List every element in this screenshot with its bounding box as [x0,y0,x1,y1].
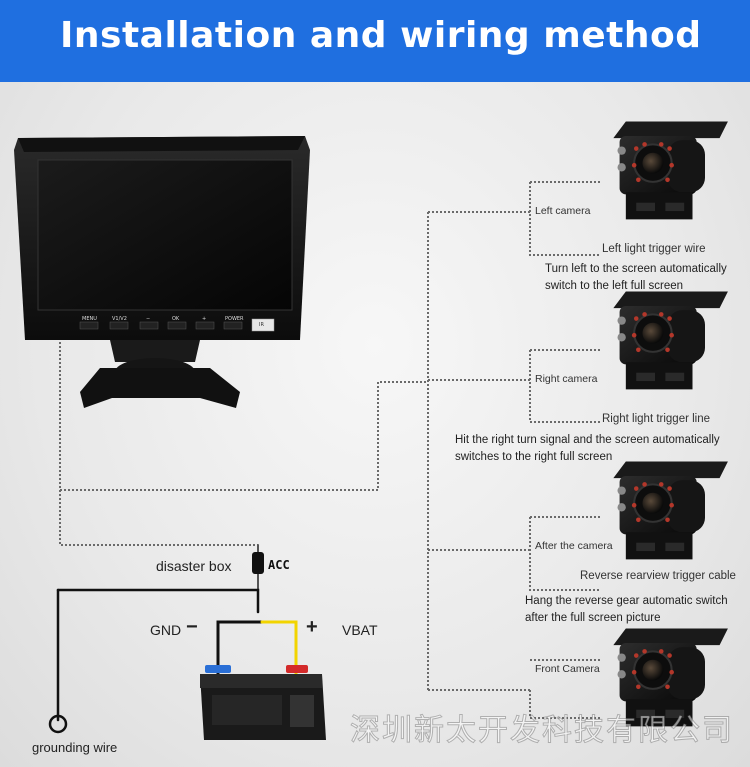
btn-plus-label: + [202,316,207,322]
rear-camera-label: After the camera [535,540,613,552]
right-trigger-label: Right light trigger line [602,413,711,425]
ir-label: IR [259,322,264,328]
acc-label: ACC [268,558,290,572]
cable-monitor-trunk [59,338,428,491]
left-camera-label: Left camera [535,205,591,217]
grounding-wire-label: grounding wire [32,740,118,755]
left-camera-device [612,120,729,221]
bracket-rear [529,516,600,591]
rear-note-line-1: Hang the reverse gear automatic switch [525,595,728,607]
btn-menu-label: MENU [82,316,97,322]
right-camera-label: Right camera [535,373,598,385]
battery-positive-terminal [286,665,308,673]
cables [59,181,600,719]
btn-v1v2-label: V1/V2 [112,316,127,322]
btn-power-label: POWER [225,316,244,322]
title-banner: Installation and wiring method [0,0,750,82]
right-camera-device [612,290,729,391]
btn-minus-label: − [146,316,151,322]
battery [200,665,326,740]
left-trigger-label: Left light trigger wire [602,243,706,255]
btn-ok-label: OK [172,316,180,322]
gnd-label: GND [150,622,182,638]
watermark: 深圳新太开发科技有限公司 [350,713,734,749]
front-camera-label: Front Camera [535,663,600,675]
gnd-lead [216,620,264,677]
ground-terminal [48,714,68,734]
minus-sign: − [186,616,198,638]
monitor [14,136,310,408]
vbat-lead [260,620,298,677]
right-note-line-1: Hit the right turn signal and the screen… [455,434,720,446]
rear-note-line-2: after the full screen picture [525,612,661,624]
rear-camera-device [612,460,729,561]
cable-acc-branch [59,490,258,546]
disaster-box-label: disaster box [156,558,232,574]
left-note-line-2: switch to the left full screen [545,280,684,292]
battery-negative-terminal [205,665,231,673]
right-note-line-2: switches to the right full screen [455,451,613,463]
fuse-box [252,552,264,574]
rear-trigger-label: Reverse rearview trigger cable [580,570,736,582]
ground-wire [56,588,260,614]
bracket-left [529,181,600,256]
left-note-line-1: Turn left to the screen automatically [545,263,727,275]
vbat-label: VBAT [342,622,378,638]
bracket-front [529,659,600,719]
plus-sign: + [306,616,318,638]
page-title: Installation and wiring method [60,15,702,56]
bracket-right [529,349,600,423]
